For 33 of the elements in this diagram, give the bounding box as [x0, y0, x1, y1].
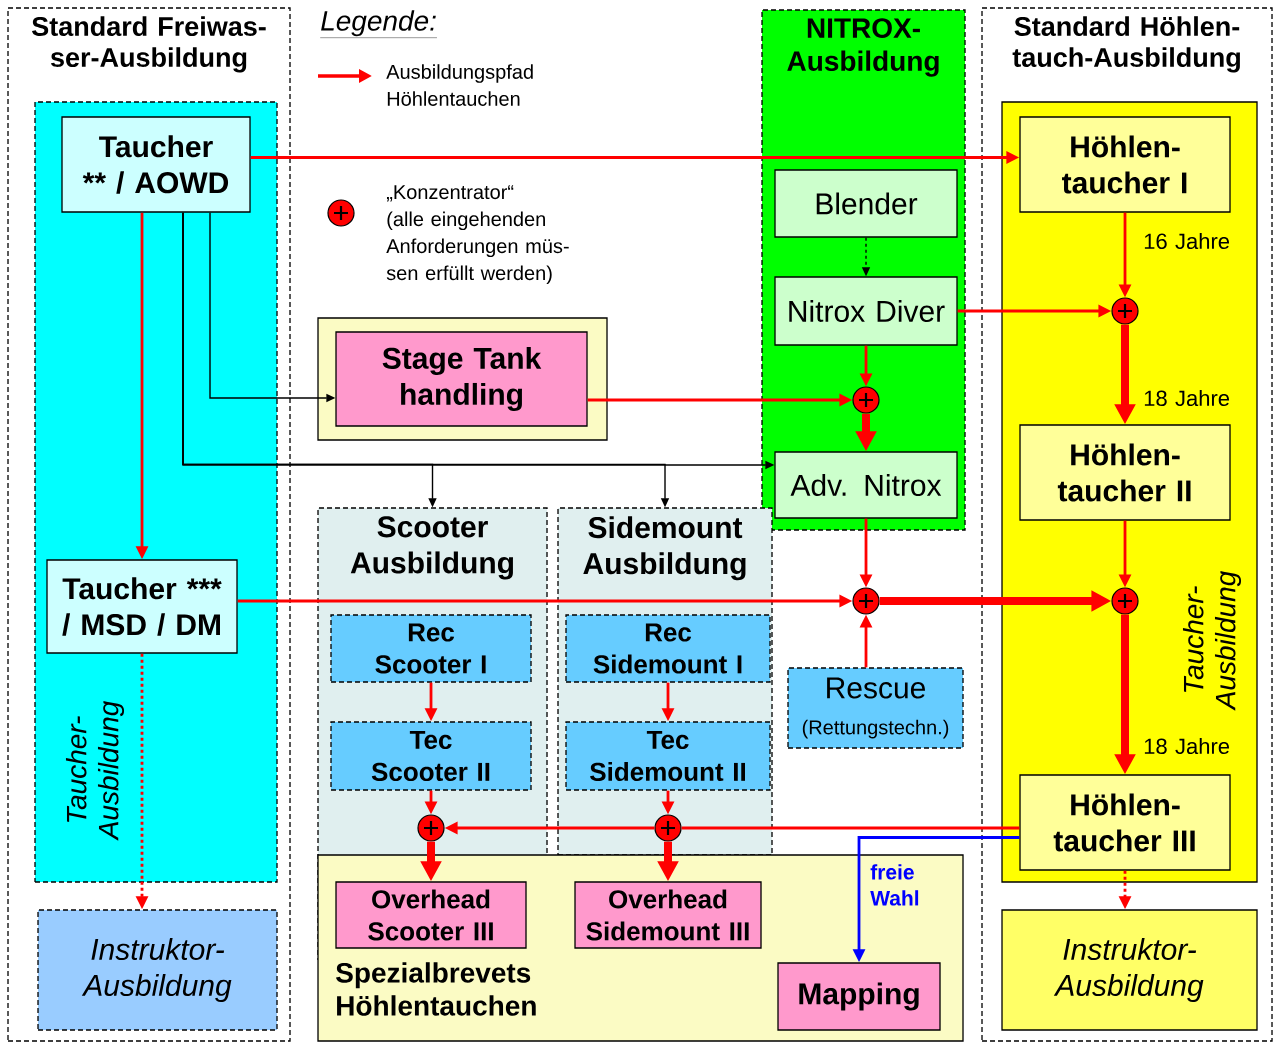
legend-text: „Konzentrator“ (alle eingehenden Anforderungen müs-sen erfüllt werden) — [386, 185, 569, 285]
concentrator-symbol — [852, 587, 880, 615]
course-box: Blender — [774, 169, 958, 238]
course-box: Höhlen-taucher III — [1019, 774, 1231, 871]
course-box: Instruktor-Ausbildung — [1001, 909, 1258, 1031]
edge-label: freie Wahl — [870, 864, 919, 906]
course-box: Taucher ** / AOWD — [61, 116, 251, 213]
course-box: Rec Scooter I — [330, 614, 532, 683]
legend-heading: Legende: — [320, 10, 438, 38]
concentrator-symbol — [1111, 297, 1139, 325]
course-box: Nitrox Diver — [774, 276, 958, 346]
edge-label: 16 Jahre — [1144, 232, 1230, 250]
edge-label: 18 Jahre — [1144, 737, 1230, 755]
course-box: Tec Sidemount II — [565, 721, 771, 791]
course-box: Overhead Sidemount III — [574, 881, 762, 949]
course-box: Overhead Scooter III — [335, 881, 527, 949]
course-box: Höhlen-taucher II — [1019, 424, 1231, 521]
edge-label: 18 Jahre — [1144, 389, 1230, 407]
concentrator-symbol — [417, 814, 445, 842]
concentrator-symbol — [654, 814, 682, 842]
course-box: Rescue (Rettungstechn.) — [787, 667, 964, 749]
concentrator-symbol — [1111, 587, 1139, 615]
course-box: Tec Scooter II — [330, 721, 532, 791]
course-box: Stage Tank handling — [335, 331, 588, 427]
course-box: Instruktor-Ausbildung — [37, 909, 278, 1031]
concentrator-symbol — [852, 386, 880, 414]
course-box: Taucher *** / MSD / DM — [46, 559, 238, 654]
legend-text: Ausbildungspfad Höhlentauchen — [386, 64, 533, 106]
course-box: Rec Sidemount I — [565, 614, 771, 683]
course-box: Mapping — [777, 962, 941, 1031]
course-box: Adv. Nitrox — [774, 451, 958, 519]
course-box: Höhlen-taucher I — [1019, 116, 1231, 213]
connector — [681, 826, 1020, 830]
